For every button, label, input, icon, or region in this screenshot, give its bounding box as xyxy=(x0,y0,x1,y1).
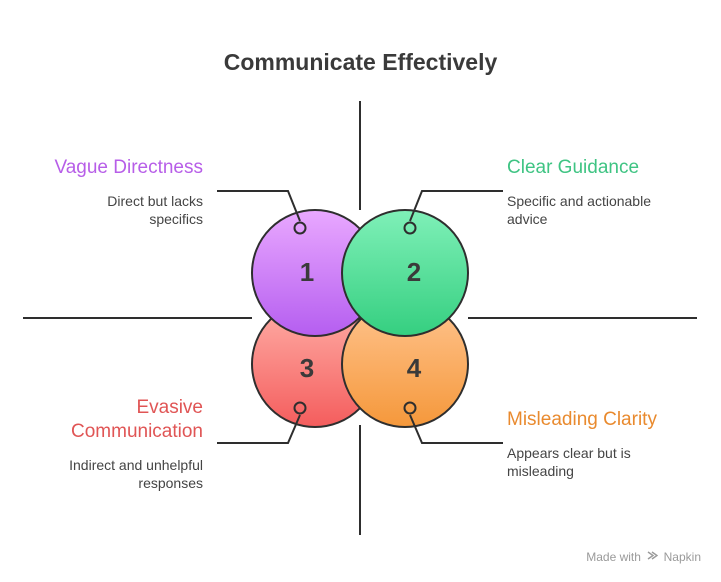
quadrant-2-description: Specific and actionable advice xyxy=(507,193,651,227)
quadrant-2-connector xyxy=(409,190,503,222)
quadrant-4-anchor-dot xyxy=(403,401,417,415)
quadrant-1-connector xyxy=(217,190,301,222)
footer-credit: Made with Napkin xyxy=(586,550,701,564)
quadrant-2-circle xyxy=(341,209,469,337)
quadrant-4-description: Appears clear but is misleading xyxy=(507,445,631,479)
quadrant-2-anchor-dot xyxy=(403,221,417,235)
diagram-title: Communicate Effectively xyxy=(223,49,498,75)
napkin-logo-icon xyxy=(647,550,659,564)
quadrant-2-number: 2 xyxy=(407,257,421,287)
quadrant-2-title: Clear Guidance xyxy=(507,157,640,178)
footer-made-with: Made with xyxy=(586,550,641,564)
quadrant-3-description: Indirect and unhelpful responses xyxy=(69,457,203,491)
quadrant-1-description: Direct but lacks specifics xyxy=(107,193,203,227)
quadrant-3-number: 3 xyxy=(300,353,314,383)
quadrant-4-number: 4 xyxy=(407,353,422,383)
quadrant-3-anchor-dot xyxy=(293,401,307,415)
quadrant-4-connector xyxy=(409,414,503,444)
quadrant-1-anchor-dot xyxy=(293,221,307,235)
quadrant-1-title: Vague Directness xyxy=(54,157,203,178)
quadrant-4-title: Misleading Clarity xyxy=(507,409,657,430)
footer-brand: Napkin xyxy=(663,550,701,564)
quadrant-3-connector xyxy=(217,414,301,444)
quadrant-3-title: Evasive Communication xyxy=(71,397,203,442)
quadrant-1-number: 1 xyxy=(300,257,314,287)
